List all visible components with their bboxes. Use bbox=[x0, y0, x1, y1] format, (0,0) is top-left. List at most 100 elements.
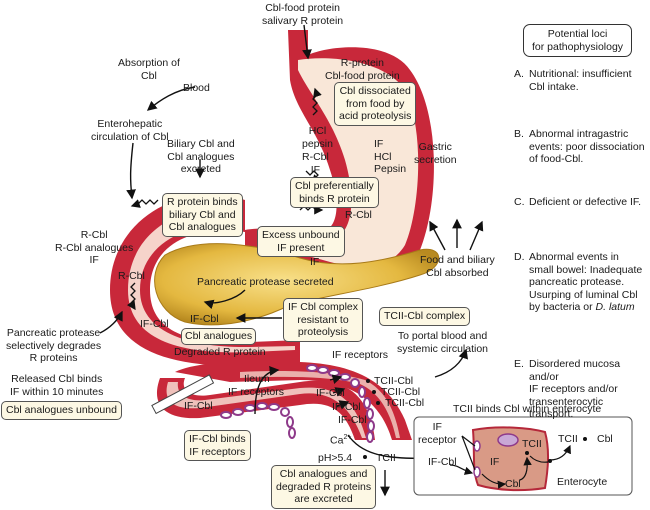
locus-d: D. Abnormal events in small bowel: Inade… bbox=[514, 251, 642, 314]
cbl-dissociated-box: Cbl dissociated from food by acid proteo… bbox=[334, 82, 417, 126]
text-line: selectively degrades bbox=[6, 339, 102, 352]
calcium-label: Ca2+ bbox=[330, 432, 351, 447]
tube bbox=[151, 374, 215, 415]
gastric-secretion-label: Gastric secretion bbox=[414, 141, 457, 166]
text-line: Ileum bbox=[244, 373, 270, 385]
blood-label: Blood bbox=[183, 82, 210, 94]
if-receptor-label: IF receptor bbox=[418, 421, 457, 446]
text-line: salivary R protein bbox=[262, 14, 344, 27]
text-line: Food and biliary bbox=[420, 254, 495, 266]
duodenum bbox=[110, 194, 300, 366]
cbl-preferentially-box: Cbl preferentially binds R protein bbox=[290, 177, 379, 208]
text-line: Potential loci bbox=[547, 28, 608, 40]
text-line: IF present bbox=[277, 241, 325, 254]
text-line: resistant to bbox=[297, 313, 349, 326]
tcii-cbl-label-3: TCII-Cbl bbox=[385, 397, 425, 409]
cbl-out-label: Cbl bbox=[597, 433, 613, 445]
ifcbl-label-2: IF-Cbl bbox=[332, 401, 361, 413]
locus-letter: E. bbox=[514, 358, 524, 370]
ifcbl-label-1: IF-Cbl bbox=[316, 387, 345, 399]
text-line: transenterocytic transport. bbox=[529, 395, 604, 421]
text-line: Released Cbl binds bbox=[11, 373, 103, 385]
arrows bbox=[99, 24, 484, 497]
text-line: R-protein bbox=[340, 57, 384, 69]
text-line: Deficient or defective IF. bbox=[529, 196, 642, 208]
locus-c: C. Deficient or defective IF. bbox=[514, 196, 641, 209]
text-line: IF bbox=[374, 138, 384, 150]
tcii-cbl-complex-box: TCII-Cbl complex bbox=[379, 307, 471, 326]
text-line: Abnormal events in bbox=[529, 251, 619, 263]
text-line: by bacteria or D. latum bbox=[529, 301, 642, 314]
r-protein-label: R-protein Cbl-food protein bbox=[325, 57, 400, 82]
ileum-label: Ileum IF receptors bbox=[228, 373, 284, 398]
ifcbl-center-label: IF-Cbl bbox=[190, 313, 219, 325]
text-line: Cbl-food protein bbox=[325, 69, 400, 82]
text-line: pancreatic protease. bbox=[529, 276, 625, 288]
cbl-analogues-unbound-box: Cbl analogues unbound bbox=[1, 401, 122, 420]
text-line: Cbl dissociated bbox=[339, 85, 411, 97]
tcii-cbl-label-2: TCII-Cbl bbox=[381, 386, 421, 398]
enterocyte-cbl-label: Cbl bbox=[505, 478, 521, 490]
locus-letter: D. bbox=[514, 251, 525, 263]
text-line: small bowel: Inadequate bbox=[529, 263, 643, 276]
text-line: IF bbox=[310, 163, 321, 176]
text-line: Cbl analogues bbox=[167, 150, 235, 163]
text-line: IF receptors bbox=[189, 445, 246, 458]
enterocyte-title: TCII binds Cbl within enterocyte bbox=[453, 403, 602, 415]
locus-a: A. Nutritional: insufficient Cbl intake. bbox=[514, 68, 632, 93]
tcii-cbl-label-1: TCII-Cbl bbox=[374, 375, 414, 387]
tcii-label: TCII bbox=[376, 452, 396, 464]
text-line: IF-Cbl binds bbox=[189, 433, 246, 445]
text-line: receptor bbox=[418, 433, 457, 446]
if-vesicle bbox=[497, 433, 519, 447]
text-line: Absorption of bbox=[118, 57, 180, 69]
superscript: 2+ bbox=[343, 434, 352, 441]
if-out-label: IF bbox=[310, 256, 320, 268]
text-line: for pathophysiology bbox=[532, 40, 624, 53]
biliary-label: Biliary Cbl and Cbl analogues excreted bbox=[167, 138, 235, 176]
pancreas bbox=[154, 243, 440, 326]
text-line: Cbl bbox=[141, 69, 157, 82]
text-line: excreted bbox=[180, 163, 221, 175]
hcl-pepsin-label: HCl pepsin bbox=[302, 125, 333, 150]
food-biliary-absorbed-label: Food and biliary Cbl absorbed bbox=[420, 254, 495, 279]
locus-letter: C. bbox=[514, 196, 525, 208]
ifcbl-tube-label: IF-Cbl bbox=[184, 400, 213, 412]
text-line: degraded R proteins bbox=[276, 480, 372, 493]
locus-e: E. Disordered mucosa and/or IF receptors… bbox=[514, 358, 650, 421]
locus-letter: B. bbox=[514, 128, 524, 140]
if-cbl-binds-box: IF-Cbl binds IF receptors bbox=[184, 430, 251, 461]
text-line: R-Cbl analogues bbox=[55, 241, 134, 254]
text-line: Excess unbound bbox=[262, 229, 340, 241]
text-line: Biliary Cbl and bbox=[167, 138, 235, 150]
text-line: Disordered mucosa and/or bbox=[529, 358, 621, 383]
text-line: Nutritional: insufficient bbox=[529, 68, 632, 80]
tcii-out-label: TCII bbox=[558, 433, 578, 445]
rcbl-if-label: R-Cbl IF bbox=[302, 151, 329, 176]
text-line: IF bbox=[89, 254, 99, 266]
text-line: R protein binds bbox=[167, 196, 238, 208]
text-line: acid proteolysis bbox=[339, 110, 412, 122]
text-line: Cbl analogues and bbox=[279, 468, 368, 480]
ifcbl-inner-label: IF-Cbl bbox=[140, 318, 169, 330]
text-line: events: poor dissociation bbox=[529, 140, 645, 153]
text-line: systemic circulation bbox=[397, 342, 489, 355]
text-line: IF receptors bbox=[228, 385, 285, 398]
if-receptors-label: IF receptors bbox=[332, 349, 389, 361]
text-line: Ca bbox=[330, 434, 344, 447]
absorption-label: Absorption of Cbl bbox=[118, 57, 180, 82]
text-line: Pepsin bbox=[374, 163, 407, 175]
text-line: from food by bbox=[346, 97, 405, 110]
released-cbl-note: Released Cbl binds IF within 10 minutes bbox=[10, 373, 103, 398]
tcii-dots bbox=[363, 379, 380, 459]
text-line: Cbl absorbed bbox=[426, 266, 489, 279]
text-line: IF bbox=[432, 421, 442, 433]
text-line: Abnormal intragastric bbox=[529, 128, 629, 140]
text-line: pepsin bbox=[302, 137, 333, 150]
enterocyte-ifcbl-label: IF-Cbl bbox=[428, 456, 457, 468]
text-line: Enterohepatic bbox=[97, 118, 163, 130]
portal-circulation-label: To portal blood and systemic circulation bbox=[397, 330, 488, 355]
rcbl-analogues-label: R-Cbl R-Cbl analogues IF bbox=[55, 229, 133, 267]
organism-name: D. latum bbox=[595, 301, 635, 313]
